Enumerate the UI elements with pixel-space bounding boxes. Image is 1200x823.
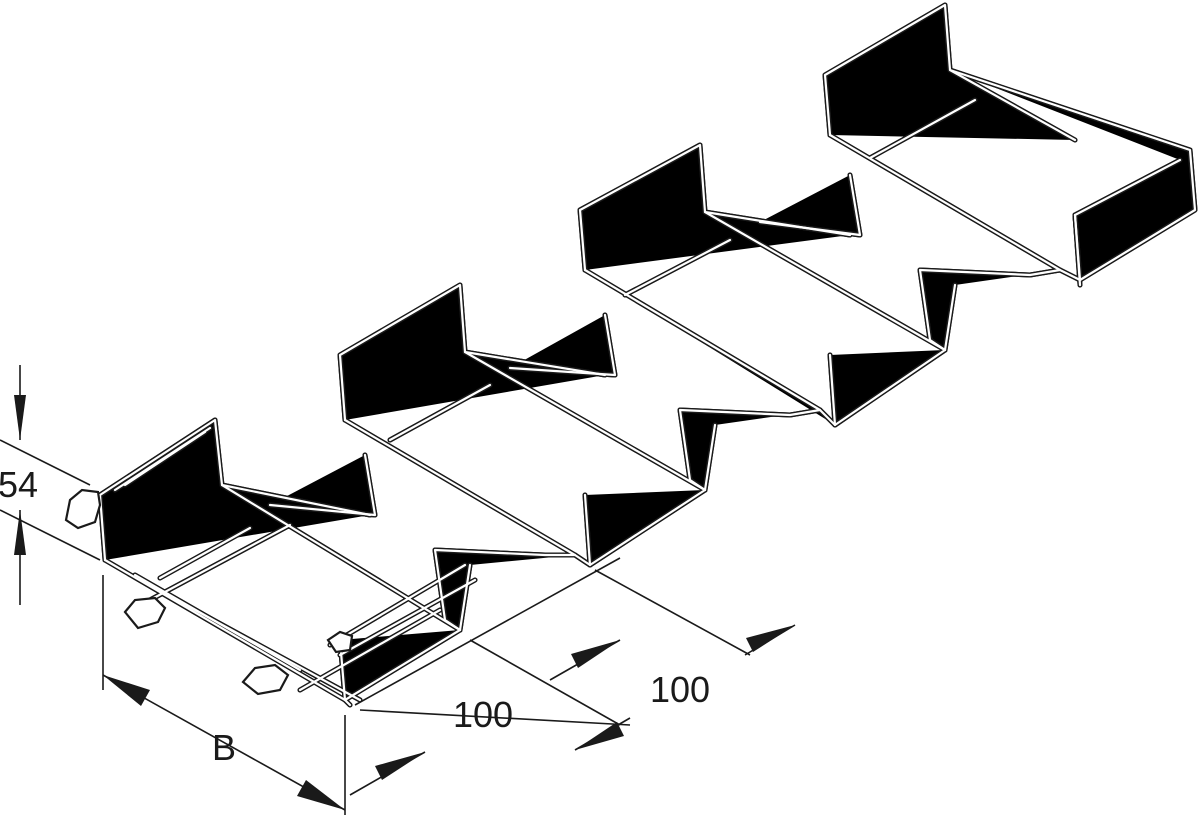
arrowhead	[14, 510, 26, 555]
dimension-labels: 54 B 100 100	[0, 464, 710, 768]
connector-clip	[64, 488, 102, 530]
arrowhead	[14, 395, 26, 440]
arrowhead	[297, 780, 345, 810]
arrowhead	[746, 625, 795, 652]
spacing-label-far: 100	[650, 669, 710, 710]
wire-tray	[100, 5, 1195, 705]
tray-wire-highlight	[98, 3, 1197, 707]
dimension-lines	[0, 365, 796, 815]
connector-clip	[241, 663, 290, 696]
tray-wire-outline	[97, 2, 1198, 708]
connector-clip	[326, 630, 354, 654]
arrowhead	[375, 752, 425, 780]
connector-clip	[123, 596, 167, 630]
arrowhead	[571, 640, 620, 668]
connector-clips	[64, 488, 354, 696]
arrowhead	[575, 722, 624, 750]
width-label: B	[212, 727, 236, 768]
spacing-label-near: 100	[453, 694, 513, 735]
arrowhead	[103, 675, 150, 706]
height-label: 54	[0, 464, 38, 505]
